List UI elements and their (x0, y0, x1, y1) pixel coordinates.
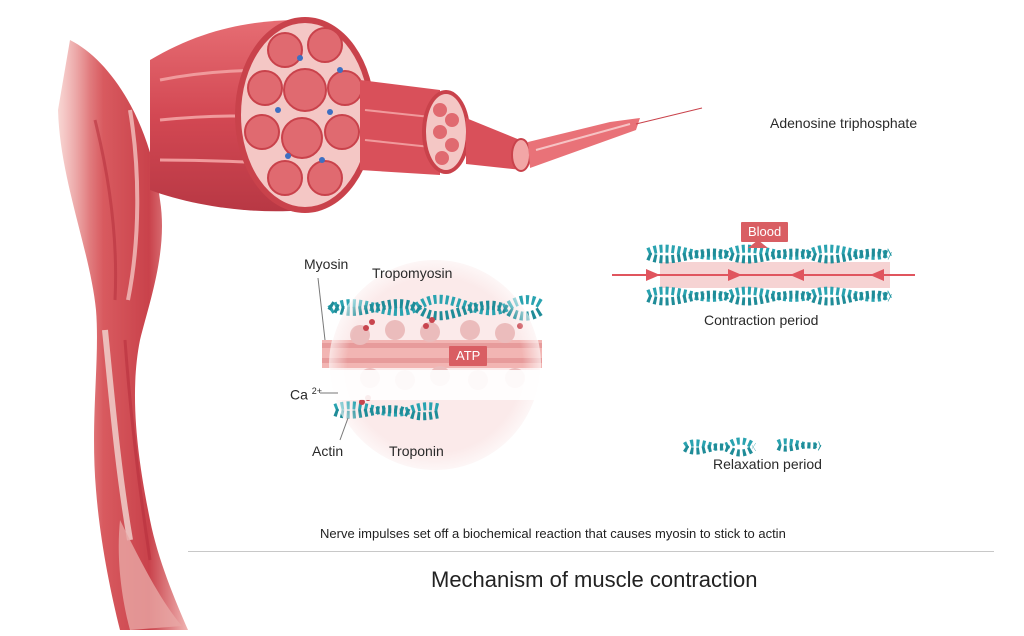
label-adenosine-triphosphate: Adenosine triphosphate (770, 115, 918, 131)
contraction-period-graphic (612, 240, 915, 306)
page-title: Mechanism of muscle contraction (431, 567, 758, 592)
label-actin: Actin (312, 443, 344, 459)
label-blood: Blood (741, 222, 789, 242)
label-calcium-symbol: Ca (290, 386, 308, 403)
label-tropomyosin: Tropomyosin (372, 265, 453, 281)
muscle-bundle (150, 17, 703, 213)
label-myosin: Myosin (304, 256, 349, 272)
label-relaxation-period: Relaxation period (713, 456, 822, 472)
divider (188, 551, 994, 552)
label-calcium-charge: 2+ (311, 386, 323, 396)
label-calcium: Ca 2+ (290, 386, 322, 403)
myofilament-zoom (300, 259, 560, 471)
relaxation-period-graphic (683, 437, 822, 457)
label-atp: ATP (449, 346, 488, 366)
label-contraction-period: Contraction period (704, 312, 819, 328)
caption: Nerve impulses set off a biochemical rea… (320, 526, 786, 541)
label-troponin: Troponin (389, 443, 444, 459)
